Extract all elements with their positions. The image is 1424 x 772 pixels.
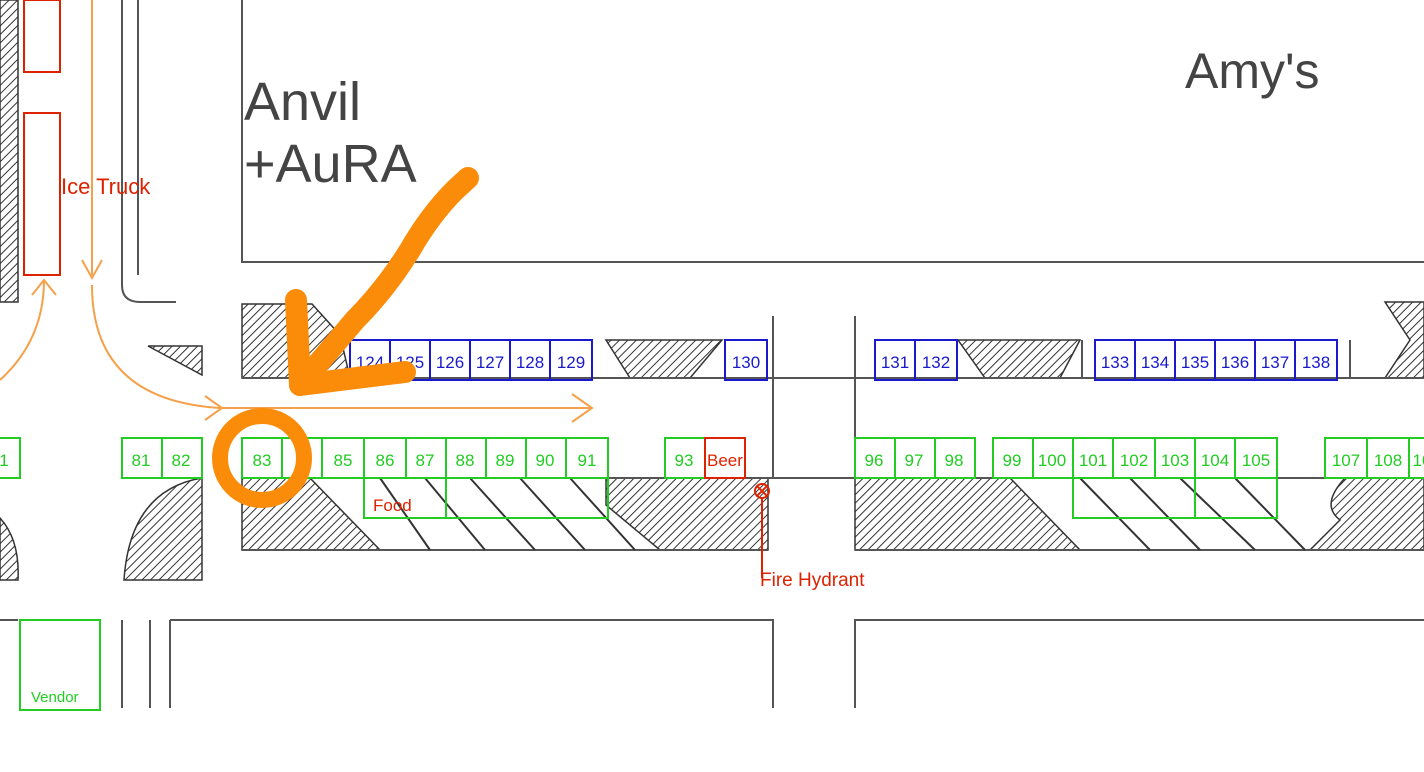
booth-label: 88 <box>456 451 475 470</box>
fire-hydrant-icon <box>754 483 770 578</box>
booth-label: 138 <box>1302 353 1330 372</box>
booth-label: 97 <box>905 451 924 470</box>
green-booth-boxes <box>0 437 1424 711</box>
ice-truck-outline <box>23 0 61 276</box>
booth-label: 136 <box>1221 353 1249 372</box>
booth-label: 108 <box>1374 451 1402 470</box>
booth-label: 107 <box>1332 451 1360 470</box>
beer-booth <box>704 437 746 479</box>
booth-label: 93 <box>675 451 694 470</box>
booth-label: 105 <box>1242 451 1270 470</box>
blue-booth-labels: 124 125 126 127 128 129 130 131 132 133 … <box>356 353 1330 372</box>
booth-label: 81 <box>132 451 151 470</box>
booth-label: 131 <box>881 353 909 372</box>
booth-label: 85 <box>334 451 353 470</box>
booth-label: 87 <box>416 451 435 470</box>
booth-label: 82 <box>172 451 191 470</box>
booth-label: 86 <box>376 451 395 470</box>
booth-label: 133 <box>1101 353 1129 372</box>
booth-label: 89 <box>496 451 515 470</box>
blue-booth-boxes <box>349 339 1338 381</box>
booth-label: 102 <box>1120 451 1148 470</box>
building-label-amys: Amy's <box>1185 43 1320 99</box>
booth-label: 134 <box>1141 353 1169 372</box>
booth-label: 128 <box>516 353 544 372</box>
booth-label: 126 <box>436 353 464 372</box>
booth-label: 90 <box>536 451 555 470</box>
building-label-aura: +AuRA <box>244 134 417 194</box>
parking-diagonals <box>379 477 1306 551</box>
booth-label: 135 <box>1181 353 1209 372</box>
booth-label: 10 <box>1413 451 1424 470</box>
beer-label: Beer <box>707 451 743 470</box>
route-arrows <box>0 0 594 423</box>
ice-truck-label: Ice Truck <box>61 174 151 199</box>
food-label: Food <box>373 496 412 515</box>
vendor-label: Vendor <box>31 689 79 706</box>
booth-label: 127 <box>476 353 504 372</box>
booth-label: 103 <box>1161 451 1189 470</box>
booth-label: 137 <box>1261 353 1289 372</box>
highlight-annotation <box>212 167 479 508</box>
booth-label: 129 <box>557 353 585 372</box>
booth-label: 104 <box>1201 451 1229 470</box>
booth-label: 83 <box>253 451 272 470</box>
booth-label: 91 <box>578 451 597 470</box>
arrow-head-icon <box>285 289 416 396</box>
building-label-anvil: Anvil <box>244 72 361 132</box>
booth-label: 98 <box>945 451 964 470</box>
booth-label: 132 <box>922 353 950 372</box>
booth-label: 130 <box>732 353 760 372</box>
booth-label: 101 <box>1079 451 1107 470</box>
green-booth-labels: 1 81 82 83 85 86 87 88 89 90 91 93 96 97… <box>0 451 1424 470</box>
street-lines <box>0 0 1424 708</box>
fire-hydrant-label: Fire Hydrant <box>760 570 865 591</box>
booth-label: 96 <box>865 451 884 470</box>
booth-label: 99 <box>1003 451 1022 470</box>
booth-label: 1 <box>0 451 9 470</box>
hand-drawn-arrow-icon <box>289 167 479 396</box>
highlight-circle-icon <box>212 408 312 508</box>
booth-label: 100 <box>1038 451 1066 470</box>
